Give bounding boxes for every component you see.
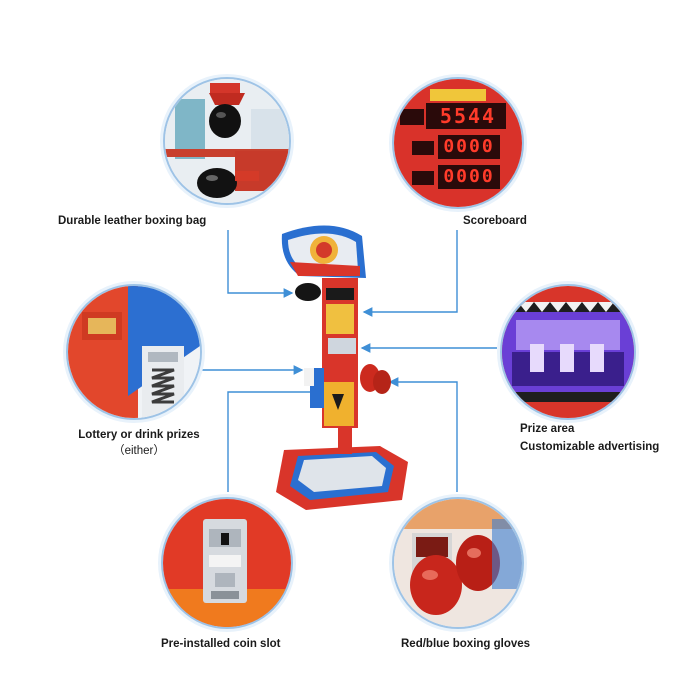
boxing-machine — [270, 218, 420, 518]
connector-coin-slot — [227, 387, 322, 492]
connector-scoreboard — [362, 230, 458, 317]
prize-area-label-text: Prize area — [520, 423, 575, 435]
connector-gloves — [388, 377, 458, 492]
advertising-label-text: Customizable advertising — [520, 441, 660, 453]
prizes-label: Lottery or drink prizes （either） — [44, 427, 234, 459]
score-display-2: 0000 — [443, 136, 495, 157]
prize-area-photo — [500, 284, 636, 420]
boxing-bag-label: Durable leather boxing bag — [58, 215, 207, 227]
coin-slot-photo — [161, 497, 293, 629]
prizes-label-text: Lottery or drink prizes — [78, 429, 200, 441]
scoreboard-photo: 5544 0000 0000 — [392, 77, 524, 209]
scoreboard-label: Scoreboard — [463, 215, 527, 227]
gloves-photo — [392, 497, 524, 629]
connector-boxing-bag — [227, 230, 294, 298]
score-display-1: 5544 — [439, 104, 497, 128]
prize-area-label: Prize area Customizable advertising — [520, 420, 659, 456]
gloves-label: Red/blue boxing gloves — [401, 638, 531, 650]
coin-slot-label: Pre-installed coin slot — [161, 638, 281, 650]
prizes-sublabel: （either） — [113, 445, 165, 457]
boxing-bag-photo — [163, 77, 291, 205]
lottery-prizes-photo — [66, 284, 202, 420]
score-display-3: 0000 — [443, 166, 495, 187]
